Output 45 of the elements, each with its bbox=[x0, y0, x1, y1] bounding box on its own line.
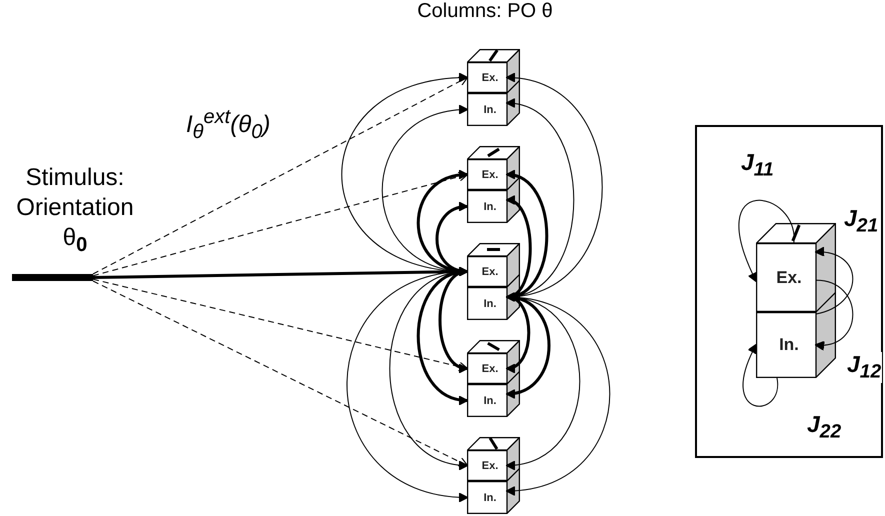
cell-label: Ex. bbox=[482, 168, 498, 180]
arrow bbox=[92, 280, 468, 466]
cell-block bbox=[467, 384, 507, 417]
column-cuboid bbox=[467, 437, 520, 514]
column-cuboid bbox=[756, 223, 836, 378]
cell-block bbox=[467, 481, 507, 514]
cell-block bbox=[467, 159, 507, 190]
arrow bbox=[92, 76, 468, 274]
edge-label: J$_{12}$ bbox=[846, 352, 882, 383]
cell-block bbox=[467, 256, 507, 287]
arrow bbox=[742, 344, 778, 407]
cell-label: Ex. bbox=[482, 266, 498, 278]
arrow bbox=[92, 278, 468, 372]
cell-block bbox=[756, 312, 816, 378]
arrow bbox=[506, 293, 550, 398]
cell-label: In. bbox=[484, 394, 496, 406]
column-cuboid bbox=[467, 340, 520, 417]
inset-frame bbox=[695, 125, 883, 458]
cell-label: Ex. bbox=[482, 72, 498, 84]
cell-label: In. bbox=[484, 298, 496, 310]
cell-label: In. bbox=[484, 200, 496, 212]
cell-label: Ex. bbox=[776, 268, 802, 288]
input-label: I$_{θ}$$^{ext}$(θ$_{0}$) bbox=[186, 106, 270, 144]
cell-block bbox=[467, 62, 507, 93]
cell-label: In. bbox=[779, 335, 799, 355]
arrow bbox=[506, 292, 610, 496]
cell-block bbox=[467, 353, 507, 384]
cell-block bbox=[467, 93, 507, 126]
arrow bbox=[814, 280, 854, 350]
cell-block bbox=[467, 287, 507, 320]
title: Columns: PO θ bbox=[416, 0, 554, 23]
column-cuboid bbox=[467, 243, 520, 320]
arrow bbox=[738, 200, 794, 282]
arrow bbox=[92, 172, 468, 276]
cell-label: Ex. bbox=[482, 460, 498, 472]
cell-block bbox=[467, 190, 507, 223]
stimulus-bar bbox=[12, 274, 93, 281]
cell-label: Ex. bbox=[482, 362, 498, 374]
cell-label: In. bbox=[484, 492, 496, 504]
cell-block bbox=[467, 450, 507, 481]
stimulus-label: Stimulus: Orientation θ$_{0}$ bbox=[15, 163, 135, 258]
cell-label: In. bbox=[484, 104, 496, 116]
arrow bbox=[814, 247, 854, 314]
column-cuboid bbox=[467, 146, 520, 223]
column-cuboid bbox=[467, 49, 520, 126]
